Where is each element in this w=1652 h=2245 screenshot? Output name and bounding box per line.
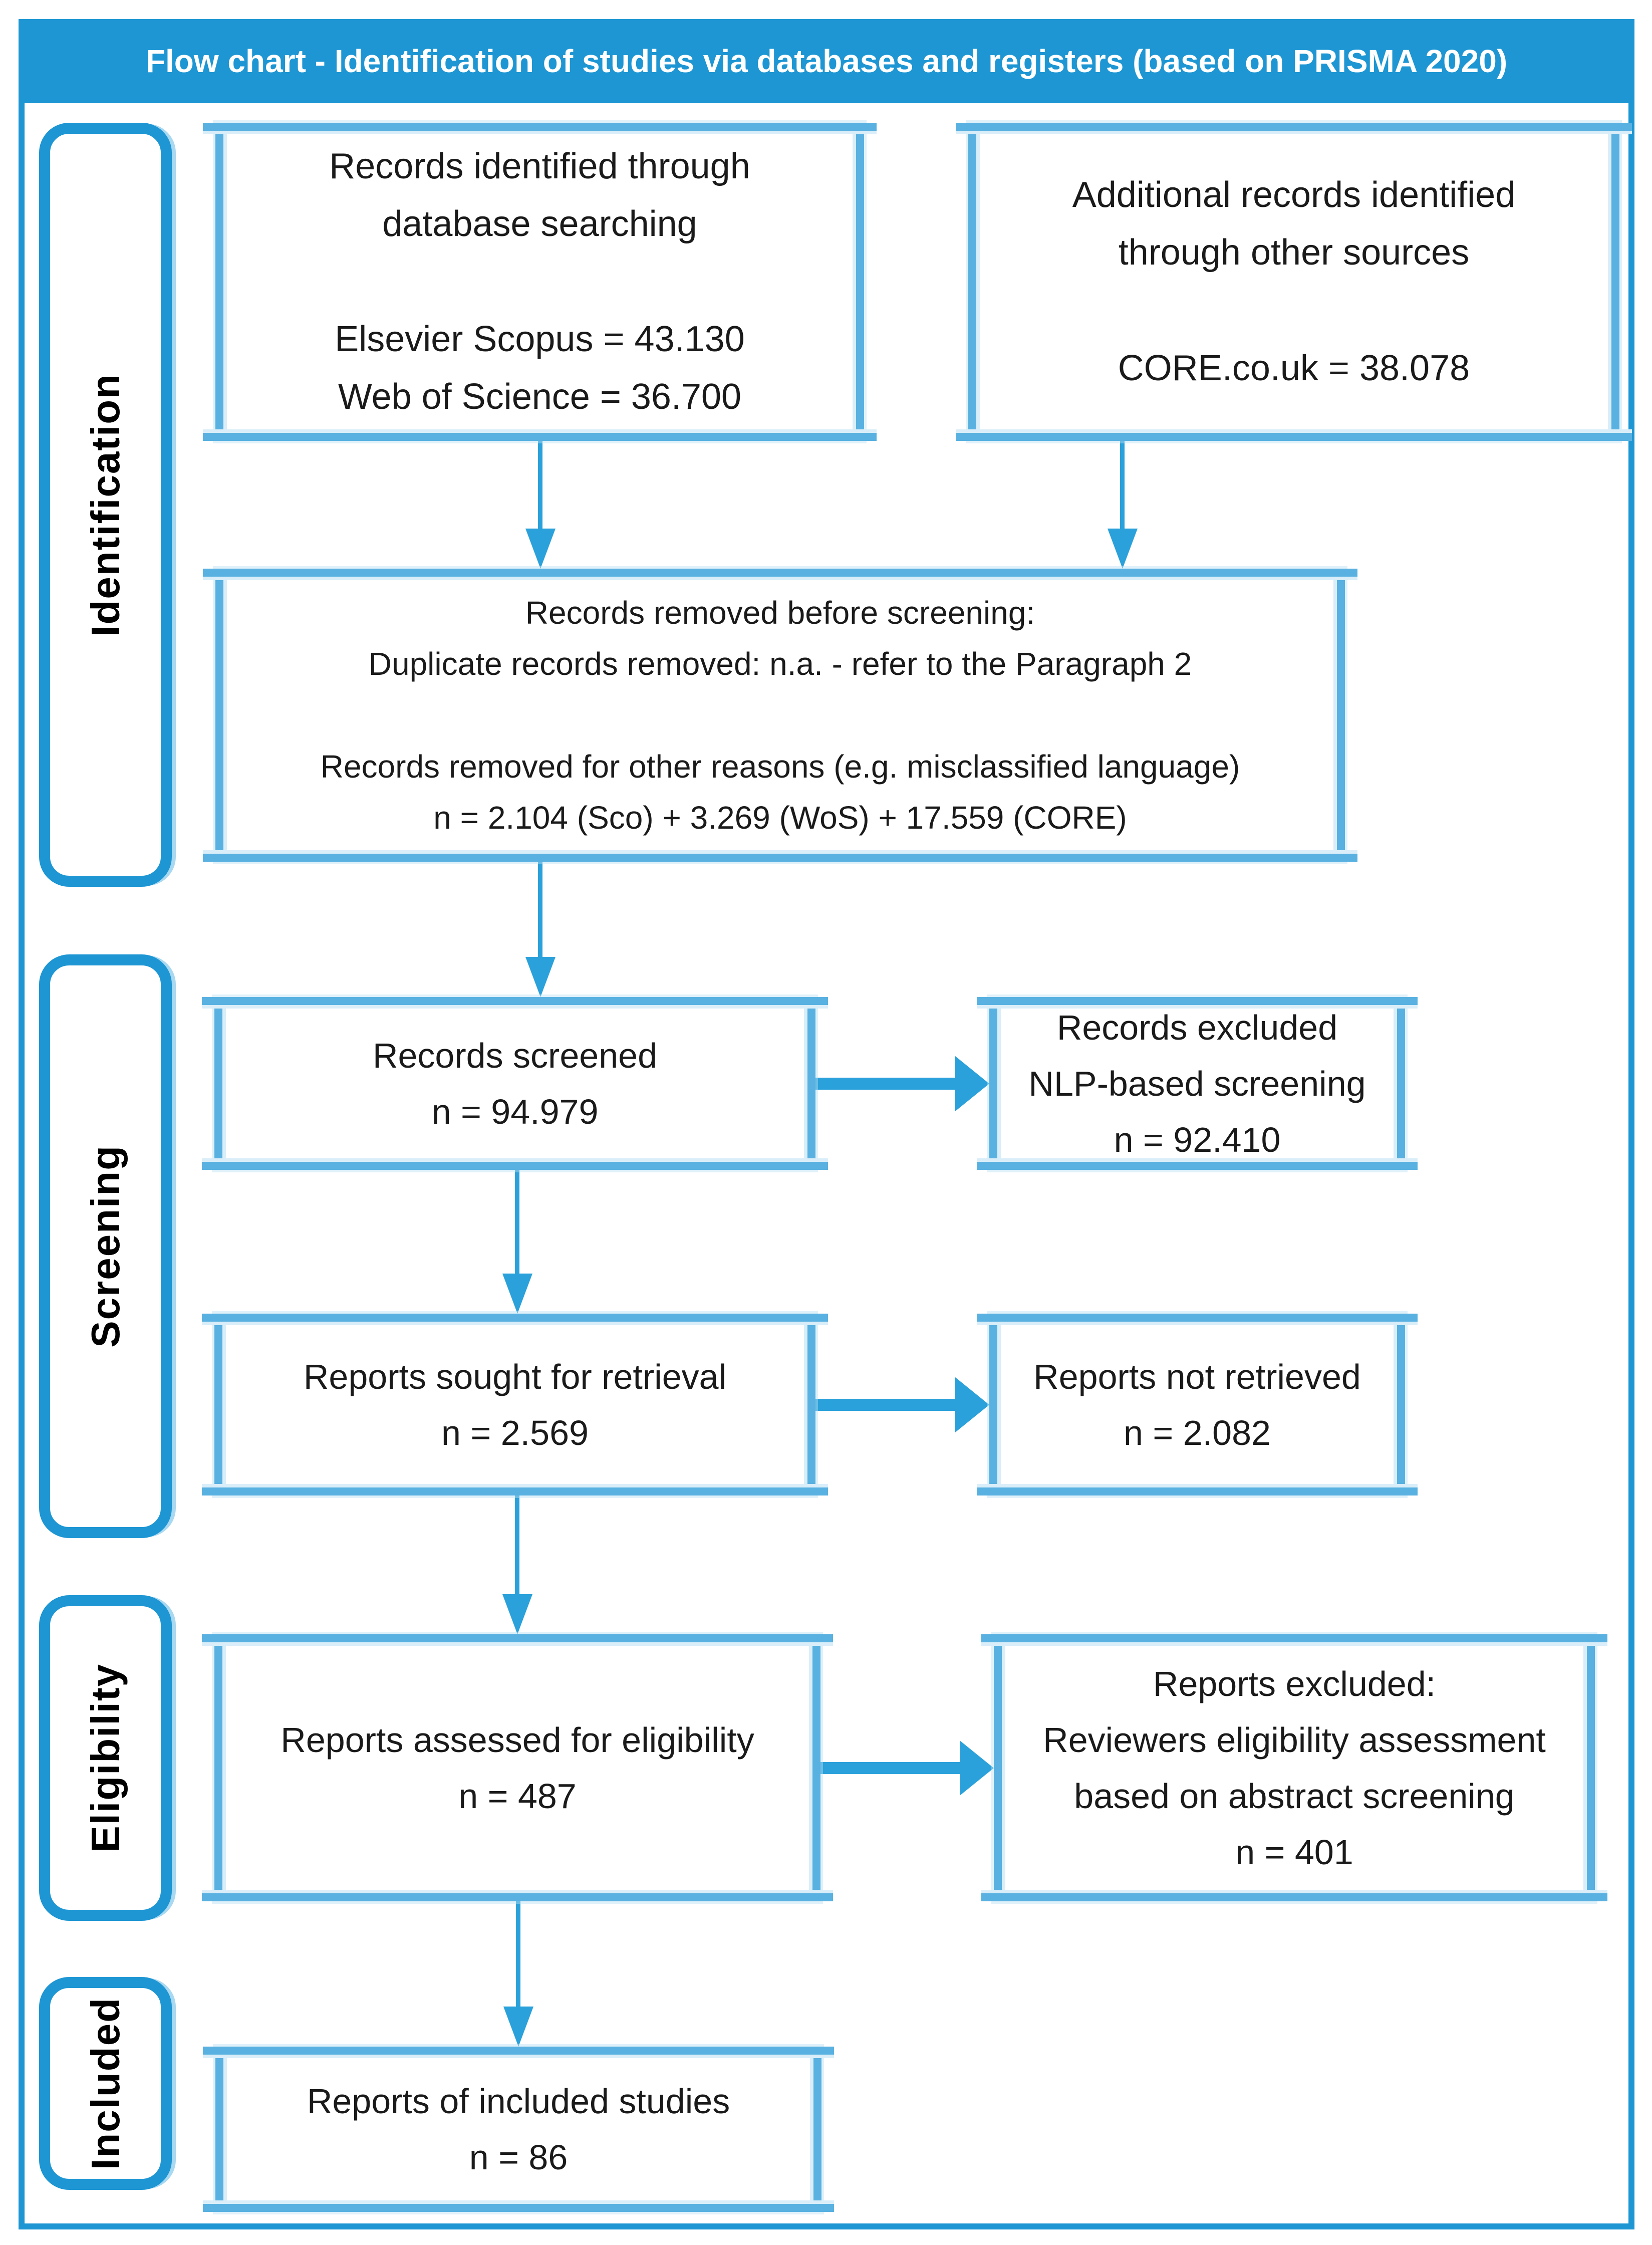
stage-label-screening: Screening: [39, 954, 172, 1538]
arrow-down-other-sources-to-removed: [1107, 441, 1138, 569]
stage-label-identification: Identification: [39, 123, 172, 887]
flow-box-additional-records-other-sources-text: Additional records identified through ot…: [1072, 175, 1516, 388]
flow-box-reports-sought: Reports sought for retrieval n = 2.569: [202, 1314, 828, 1495]
flow-box-reports-included: Reports of included studies n = 86: [203, 2047, 834, 2212]
flow-box-reports-excluded-reviewers: Reports excluded: Reviewers eligibility …: [981, 1634, 1607, 1901]
flow-box-records-identified-databases: Records identified through database sear…: [203, 123, 877, 441]
arrow-right-assessed-to-excluded: [820, 1740, 994, 1796]
flow-box-additional-records-other-sources: Additional records identified through ot…: [956, 123, 1632, 441]
flow-box-reports-assessed: Reports assessed for eligibility n = 487: [202, 1634, 833, 1901]
arrow-down-databases-to-removed: [525, 441, 556, 569]
stage-label-included-text: Included: [83, 1997, 128, 2170]
flow-box-records-excluded-nlp-text: Records excluded NLP-based screening n =…: [1028, 1008, 1366, 1159]
stage-label-eligibility: Eligibility: [39, 1595, 172, 1921]
stage-label-screening-text: Screening: [83, 1145, 128, 1348]
arrow-right-screened-to-excluded: [815, 1056, 989, 1111]
arrow-right-sought-to-not-retrieved: [815, 1377, 989, 1432]
stage-label-eligibility-text: Eligibility: [83, 1663, 128, 1853]
flow-box-records-removed-before-screening-text: Records removed before screening: Duplic…: [320, 594, 1240, 836]
flow-box-records-screened-text: Records screened n = 94.979: [372, 1036, 658, 1131]
flow-box-reports-not-retrieved: Reports not retrieved n = 2.082: [977, 1314, 1418, 1495]
arrow-down-sought-to-assessed: [502, 1495, 532, 1634]
stage-label-identification-text: Identification: [83, 373, 128, 637]
flow-box-records-screened: Records screened n = 94.979: [202, 997, 828, 1170]
arrow-down-removed-to-screened: [525, 862, 556, 997]
stage-label-included: Included: [39, 1977, 172, 2190]
flow-box-reports-sought-text: Reports sought for retrieval n = 2.569: [303, 1357, 727, 1452]
flow-box-records-excluded-nlp: Records excluded NLP-based screening n =…: [977, 997, 1418, 1170]
arrow-down-assessed-to-included: [503, 1901, 533, 2047]
flow-box-records-identified-databases-text: Records identified through database sear…: [329, 146, 750, 417]
flow-box-reports-included-text: Reports of included studies n = 86: [307, 2082, 730, 2177]
flow-box-reports-assessed-text: Reports assessed for eligibility n = 487: [281, 1720, 754, 1816]
flow-box-reports-excluded-reviewers-text: Reports excluded: Reviewers eligibility …: [1043, 1664, 1546, 1872]
arrow-down-screened-to-sought: [502, 1170, 532, 1314]
title-bar: Flow chart - Identification of studies v…: [19, 19, 1634, 103]
flow-box-reports-not-retrieved-text: Reports not retrieved n = 2.082: [1033, 1357, 1361, 1452]
page-title: Flow chart - Identification of studies v…: [145, 43, 1508, 79]
flow-box-records-removed-before-screening: Records removed before screening: Duplic…: [203, 569, 1357, 862]
